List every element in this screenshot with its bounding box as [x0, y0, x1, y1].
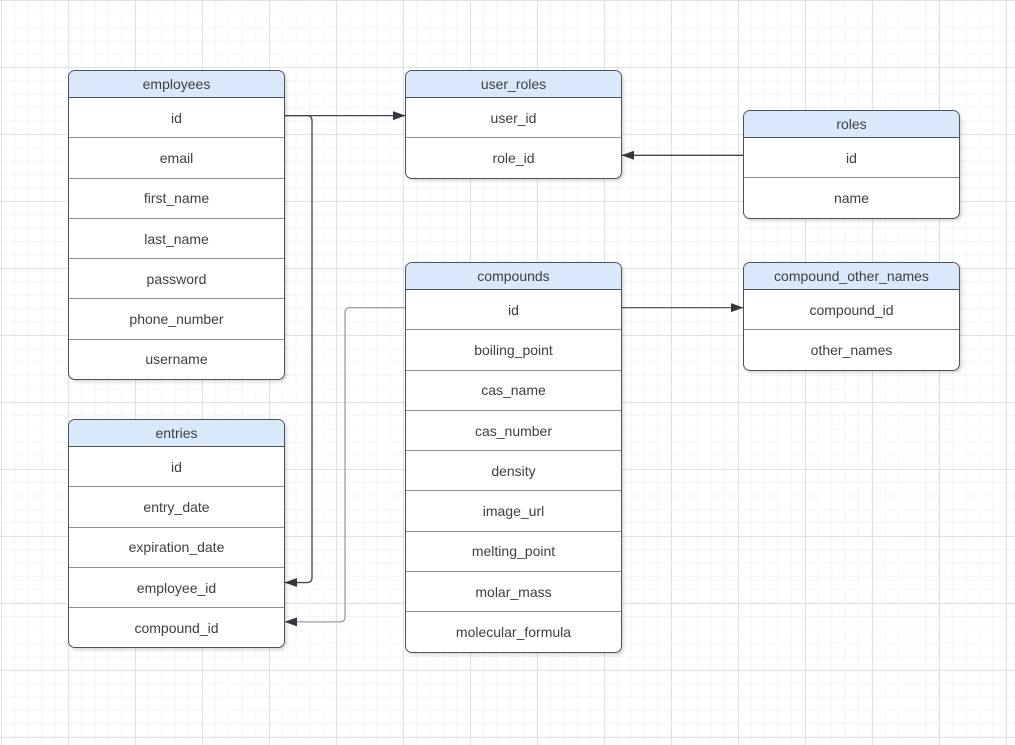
table-rows: id entry_date expiration_date employee_i…: [69, 447, 284, 647]
column-label: first_name: [143, 190, 210, 207]
table-title-employees[interactable]: employees: [69, 71, 284, 98]
column-compounds-image_url[interactable]: image_url: [406, 490, 621, 530]
column-label: role_id: [492, 149, 535, 166]
column-label: entry_date: [143, 498, 210, 515]
column-label: username: [145, 351, 208, 368]
column-label: compound_id: [809, 301, 894, 318]
table-rows: user_id role_id: [406, 98, 621, 178]
column-employees-password[interactable]: password: [69, 258, 284, 298]
column-label: density: [491, 462, 536, 479]
column-label: other_names: [810, 341, 893, 358]
table-compounds[interactable]: compounds id boiling_point cas_name cas_…: [405, 262, 622, 653]
column-employees-id[interactable]: id: [69, 98, 284, 137]
column-entries-compound_id[interactable]: compound_id: [69, 607, 284, 647]
column-label: user_id: [490, 109, 537, 126]
column-entries-expiration_date[interactable]: expiration_date: [69, 526, 284, 567]
table-compound_other_names[interactable]: compound_other_names compound_id other_n…: [743, 262, 960, 371]
column-label: last_name: [144, 230, 209, 247]
column-label: compound_id: [134, 619, 219, 636]
column-compounds-cas_name[interactable]: cas_name: [406, 369, 621, 410]
table-title-text: employees: [142, 76, 211, 92]
column-compound_other_names-compound_id[interactable]: compound_id: [744, 290, 959, 329]
column-label: melting_point: [471, 543, 556, 560]
column-label: id: [846, 149, 857, 166]
table-title-roles[interactable]: roles: [744, 111, 959, 138]
column-employees-last_name[interactable]: last_name: [69, 217, 284, 258]
table-rows: compound_id other_names: [744, 290, 959, 370]
table-user_roles[interactable]: user_roles user_id role_id: [405, 70, 622, 179]
column-label: id: [171, 458, 182, 475]
column-employees-first_name[interactable]: first_name: [69, 177, 284, 218]
column-roles-id[interactable]: id: [744, 138, 959, 177]
table-title-text: user_roles: [480, 76, 547, 92]
column-label: password: [146, 270, 207, 287]
column-label: id: [171, 109, 182, 126]
column-entries-employee_id[interactable]: employee_id: [69, 566, 284, 607]
table-rows: id boiling_point cas_name cas_number den…: [406, 290, 621, 652]
table-rows: id email first_name last_name password p…: [69, 98, 284, 379]
edge-employees-id-to-entries-employee_id[interactable]: [284, 115, 313, 588]
column-label: image_url: [482, 503, 545, 520]
column-user_roles-user_id[interactable]: user_id: [406, 98, 621, 137]
table-title-text: roles: [836, 116, 867, 132]
column-label: name: [833, 189, 870, 206]
column-label: molecular_formula: [455, 624, 572, 641]
column-compounds-id[interactable]: id: [406, 290, 621, 329]
edge-compounds-id-to-entries-compound_id[interactable]: [284, 307, 405, 627]
table-title-user_roles[interactable]: user_roles: [406, 71, 621, 98]
table-rows: id name: [744, 138, 959, 218]
column-compounds-boiling_point[interactable]: boiling_point: [406, 329, 621, 369]
column-entries-entry_date[interactable]: entry_date: [69, 486, 284, 526]
column-label: expiration_date: [128, 539, 225, 556]
column-label: id: [508, 301, 519, 318]
column-compounds-molar_mass[interactable]: molar_mass: [406, 571, 621, 611]
column-roles-name[interactable]: name: [744, 177, 959, 217]
column-employees-phone_number[interactable]: phone_number: [69, 298, 284, 338]
table-roles[interactable]: roles id name: [743, 110, 960, 219]
table-title-text: entries: [155, 425, 198, 441]
table-title-compound_other_names[interactable]: compound_other_names: [744, 263, 959, 290]
column-compounds-melting_point[interactable]: melting_point: [406, 530, 621, 571]
column-label: email: [159, 149, 194, 166]
column-employees-username[interactable]: username: [69, 338, 284, 379]
table-title-compounds[interactable]: compounds: [406, 263, 621, 290]
table-title-entries[interactable]: entries: [69, 420, 284, 447]
column-label: employee_id: [136, 579, 217, 596]
column-label: molar_mass: [475, 583, 552, 600]
column-label: cas_number: [474, 422, 553, 439]
column-compounds-cas_number[interactable]: cas_number: [406, 409, 621, 450]
table-entries[interactable]: entries id entry_date expiration_date em…: [68, 419, 285, 649]
column-label: phone_number: [129, 311, 224, 328]
table-title-text: compound_other_names: [774, 268, 929, 284]
column-compound_other_names-other_names[interactable]: other_names: [744, 329, 959, 369]
column-employees-email[interactable]: email: [69, 137, 284, 177]
column-user_roles-role_id[interactable]: role_id: [406, 137, 621, 177]
table-employees[interactable]: employees id email first_name last_name …: [68, 70, 285, 381]
column-compounds-molecular_formula[interactable]: molecular_formula: [406, 611, 621, 651]
column-label: cas_name: [481, 382, 546, 399]
column-entries-id[interactable]: id: [69, 447, 284, 486]
column-label: boiling_point: [474, 341, 553, 358]
column-compounds-density[interactable]: density: [406, 450, 621, 490]
table-title-text: compounds: [477, 268, 550, 284]
